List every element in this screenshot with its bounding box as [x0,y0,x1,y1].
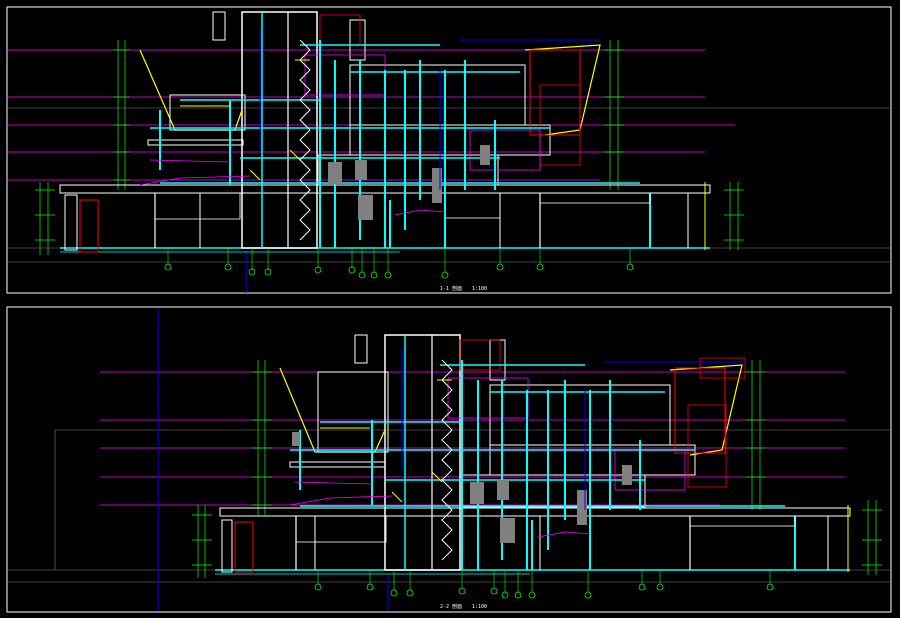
panel-2-level-lines [100,371,845,506]
panel-2-scale: 1:100 [472,604,487,610]
panel-1-title: 1-1 剖面 [440,285,462,292]
panel-1-magenta-details [139,159,446,216]
panel-1-gray-blocks [328,145,490,220]
panel-1-ground-structure [59,182,711,253]
panel-1-grid-axes [167,248,631,272]
panel-2-main-structure [279,334,746,571]
panel-1-scale: 1:100 [472,286,487,292]
panel-2-magenta-details [289,481,591,538]
panel-2-grid-axes [317,570,771,592]
section-panel-2: 2-2 剖面 1:100 [6,306,892,613]
panel-1-blue-lines [259,30,600,190]
panel-2-gray-blocks [292,432,632,543]
panel-2-frame [6,306,892,613]
panel-2-grid-bubbles [314,583,774,599]
section-panel-1: 1-1 剖面 1:100 [6,6,892,294]
panel-1-cyan-beams [150,44,640,184]
panel-1-yellow-accents [180,59,310,181]
panel-1-left-dimensions [35,40,130,255]
panel-2-blue-lines [401,350,745,510]
panel-2-right-dimensions [746,360,882,575]
panel-1-right-dimensions [604,40,744,250]
panel-1-stair [299,39,311,241]
panel-2-left-dimensions [192,360,272,578]
panel-2-yellow-accents [320,379,452,503]
panel-2-stair [441,359,453,561]
panel-2-cyan-beams [290,364,785,507]
panel-1-frame [6,6,892,294]
panel-2-title: 2-2 剖面 [440,603,462,610]
panel-1-grid-bubbles [164,263,634,279]
panel-1-cyan-columns [159,40,496,248]
panel-1-level-lines [8,49,735,181]
